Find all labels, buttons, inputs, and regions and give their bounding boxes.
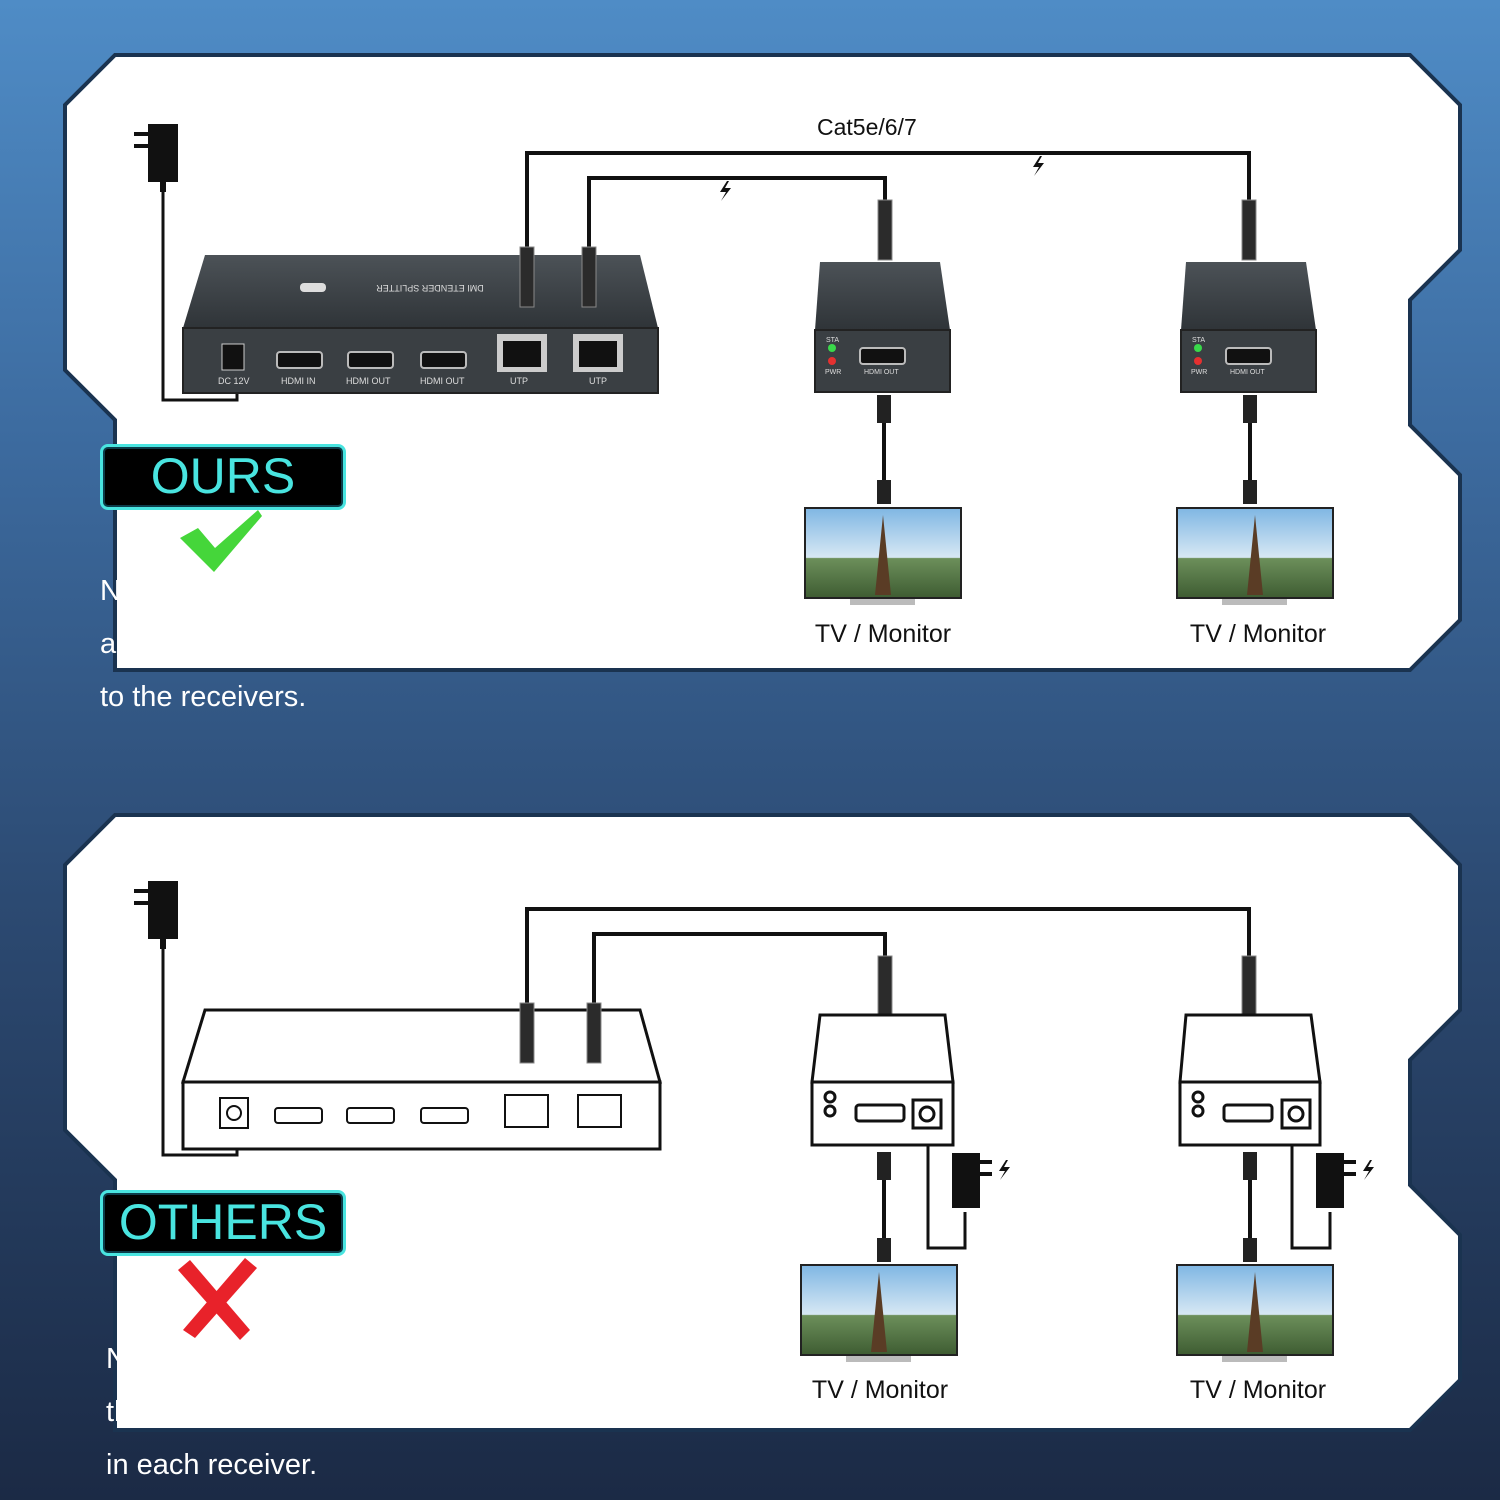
receiver-outline-1 xyxy=(810,1013,955,1147)
port-label: HDMI IN xyxy=(281,376,316,386)
ours-badge: OURS xyxy=(100,444,346,510)
check-icon xyxy=(180,510,262,572)
monitor-4 xyxy=(1176,1264,1334,1362)
monitor-label: TV / Monitor xyxy=(1190,1376,1326,1404)
others-badge: OTHERS xyxy=(100,1190,346,1256)
power-adapter-icon xyxy=(952,1153,1356,1208)
lightning-icon xyxy=(1363,1160,1374,1180)
monitor-label: TV / Monitor xyxy=(812,1376,948,1404)
cable-short xyxy=(587,176,887,255)
port-label: DC 12V xyxy=(218,376,250,386)
power-adapter-icon xyxy=(134,124,178,192)
cable-long xyxy=(525,151,1251,255)
svg-text:PWR: PWR xyxy=(1191,369,1207,376)
hdmi-port xyxy=(420,351,467,369)
bottom-panel xyxy=(63,813,1462,1432)
cross-icon xyxy=(178,1258,257,1340)
monitor-label: TV / Monitor xyxy=(815,620,951,648)
svg-text:HDMI OUT: HDMI OUT xyxy=(1230,369,1265,376)
hdmi-port xyxy=(276,351,323,369)
dc-port xyxy=(221,343,245,371)
port-label: UTP xyxy=(589,376,607,386)
receiver-outline-2 xyxy=(1178,1013,1322,1147)
tx-device xyxy=(183,255,658,328)
rj45-plug-icon xyxy=(519,199,1257,308)
ours-note: No need to connect any power adapter to … xyxy=(100,575,352,713)
receiver-1: STA PWR HDMI OUT xyxy=(814,262,951,423)
lightning-icon xyxy=(999,1160,1010,1180)
svg-text:PWR: PWR xyxy=(825,369,841,376)
monitor-label: TV / Monitor xyxy=(1190,620,1326,648)
monitor-3 xyxy=(800,1264,958,1362)
lightning-icon xyxy=(720,181,731,201)
power-adapter-icon xyxy=(134,881,178,949)
svg-text:STA: STA xyxy=(1192,337,1205,344)
monitor-1 xyxy=(804,507,962,605)
hdmi-port xyxy=(347,351,394,369)
device-label: DMI ETENDER SPLITTER xyxy=(376,283,484,293)
port-label: UTP xyxy=(510,376,528,386)
receiver-2: STA PWR HDMI OUT xyxy=(1180,262,1317,423)
others-note: Need to connect the power adapter in eac… xyxy=(106,1343,340,1481)
lightning-icon xyxy=(1033,156,1044,176)
top-panel xyxy=(63,53,1462,672)
svg-text:HDMI OUT: HDMI OUT xyxy=(864,369,899,376)
monitor-2 xyxy=(1176,507,1334,605)
cable-label: Cat5e/6/7 xyxy=(817,114,917,140)
svg-text:STA: STA xyxy=(826,337,839,344)
port-label: HDMI OUT xyxy=(420,376,465,386)
port-label: HDMI OUT xyxy=(346,376,391,386)
